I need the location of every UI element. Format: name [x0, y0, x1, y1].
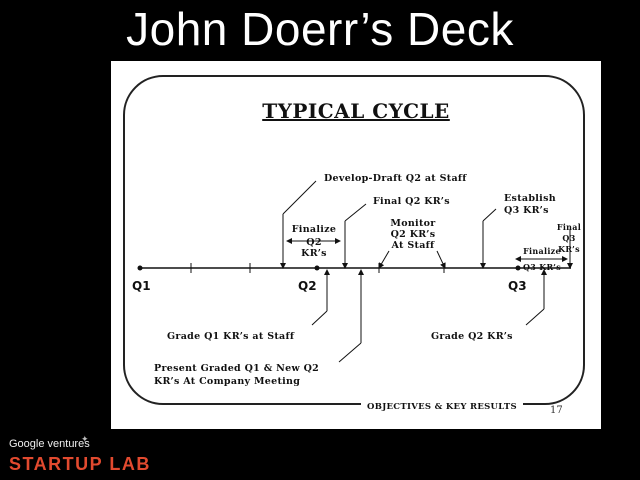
establish-arrow: [482, 208, 497, 222]
q3-marker: [515, 265, 521, 271]
q1-label: Q1: [132, 279, 151, 293]
q1-marker: [137, 265, 143, 271]
startup-lab-logo: STARTUP LAB: [9, 454, 151, 474]
monitor-line-3: At Staff: [391, 240, 435, 251]
finalize-q3-line-2: Q3 KR’s: [522, 262, 562, 272]
final-q3-line-1: Final: [556, 222, 582, 232]
final-q3-line-2: Q3 KR’s: [558, 233, 580, 254]
final-q2-arrow: [344, 203, 367, 222]
monitor-label: Monitor Q2 KR’s At Staff: [381, 218, 445, 251]
q3-label: Q3: [508, 279, 527, 293]
finalize-q3-line-1: Finalize: [523, 246, 561, 256]
grade-q2-label: Grade Q2 KR’s: [431, 331, 513, 342]
develop-draft-arrow: [282, 180, 317, 215]
finalize-q2-label: Finalize Q2 KR’s: [287, 224, 341, 259]
establish-label-line-1: Establish: [504, 193, 556, 204]
finalize-q2-line-1: Finalize: [291, 224, 337, 235]
monitor-line-2: Q2 KR’s: [390, 229, 436, 240]
monitor-arrow-right: [436, 250, 446, 269]
q2-marker: [314, 265, 320, 271]
slide-frame: [123, 75, 585, 405]
google-ventures-logo: Google ventures: [9, 438, 90, 450]
develop-draft-label: Develop-Draft Q2 at Staff: [324, 173, 467, 184]
finalize-q3-label: Finalize Q3 KR’s: [516, 246, 568, 272]
final-q2-label: Final Q2 KR’s: [373, 196, 450, 207]
grade-q2-arrow: [525, 308, 545, 326]
present-label-line-1: Present Graded Q1 & New Q2: [154, 363, 320, 374]
timeline-diagram: [137, 180, 573, 363]
finalize-q2-line-2: Q2: [306, 237, 322, 248]
monitor-arrow-left: [378, 250, 390, 269]
present-label-line-2: KR’s At Company Meeting: [154, 376, 301, 387]
grade-q1-arrow: [311, 310, 328, 326]
finalize-q2-line-3: KR’s: [301, 248, 327, 259]
slide-heading: TYPICAL CYCLE: [262, 99, 450, 123]
slide: TYPICAL CYCLE: [111, 61, 601, 429]
page-number: 17: [550, 405, 563, 416]
monitor-line-1: Monitor: [390, 218, 436, 229]
q2-label: Q2: [298, 279, 317, 293]
final-q3-label: Final Q3 KR’s: [551, 222, 587, 255]
slide-footer: OBJECTIVES & KEY RESULTS: [361, 402, 523, 412]
grade-q1-label: Grade Q1 KR’s at Staff: [167, 331, 295, 342]
sparkle-icon: ✦: [81, 434, 89, 444]
page-title: John Doerr’s Deck: [126, 3, 514, 55]
establish-label-line-2: Q3 KR’s: [504, 205, 549, 216]
present-arrow: [338, 342, 362, 363]
